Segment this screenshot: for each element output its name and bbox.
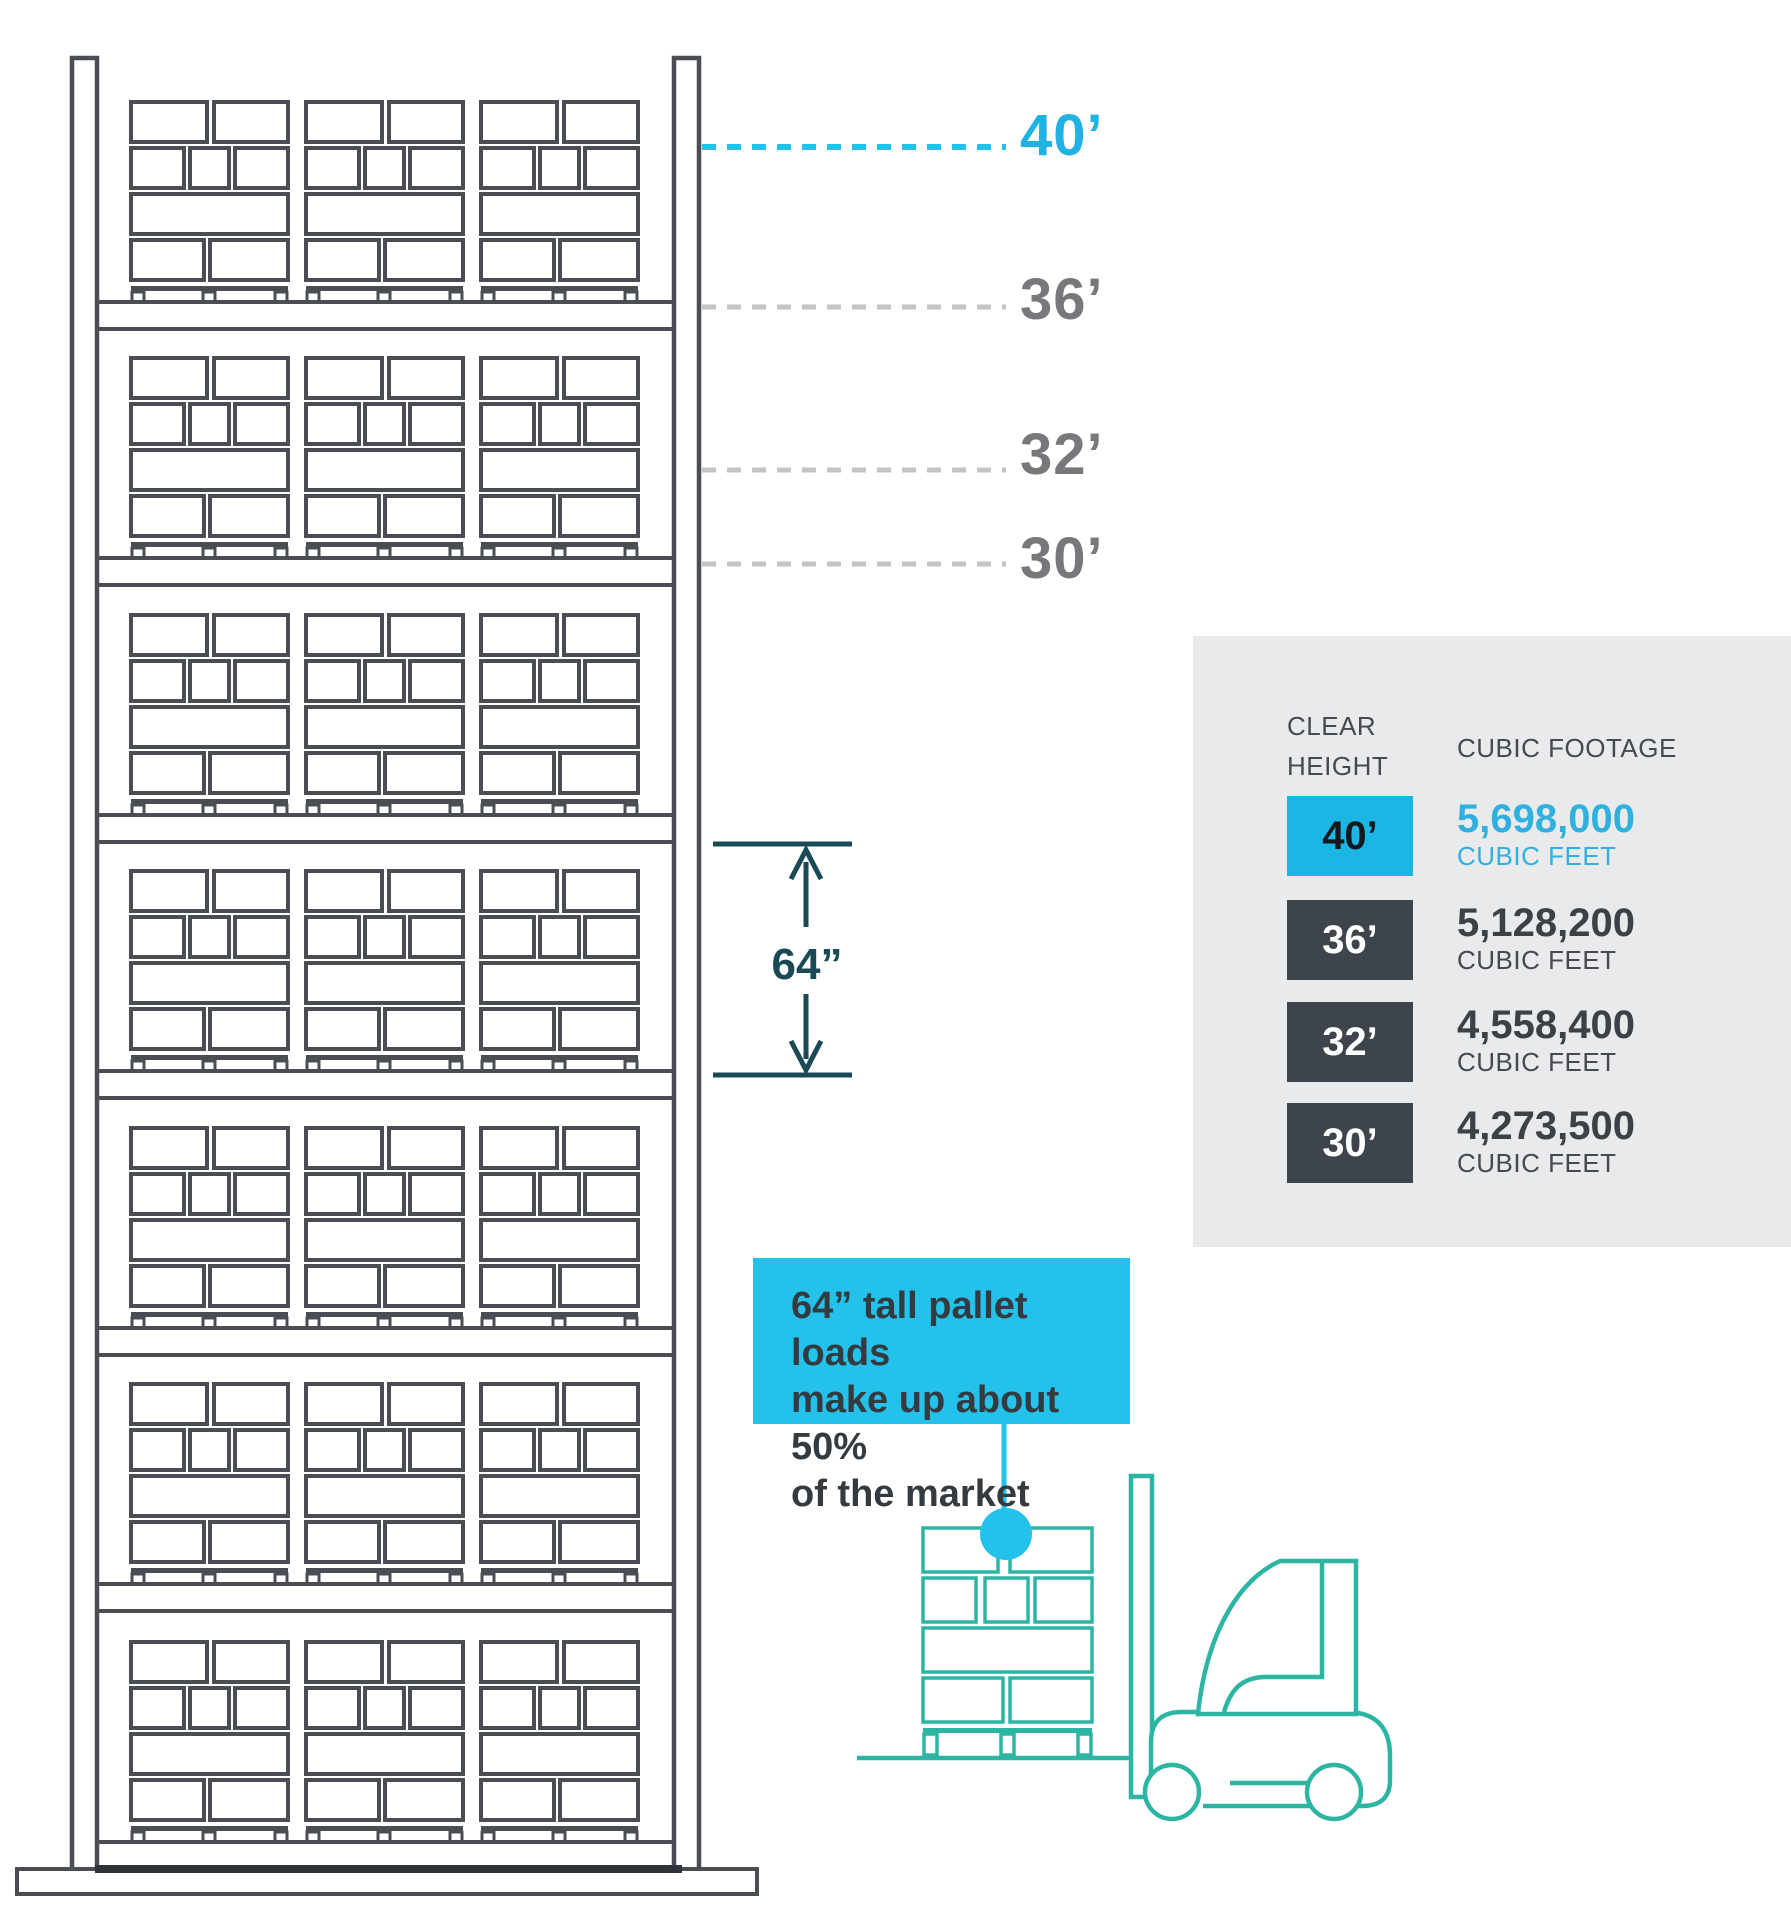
table-row-30ft: 30’ 4,273,500 CUBIC FEET <box>1193 1103 1791 1183</box>
table-row-36ft: 36’ 5,128,200 CUBIC FEET <box>1193 900 1791 980</box>
clear-height-badge: 32’ <box>1287 1002 1413 1082</box>
clear-height-badge: 36’ <box>1287 900 1413 980</box>
height-label-32ft: 32’ <box>1020 422 1104 487</box>
callout-connector <box>980 1422 1032 1560</box>
cubic-footage-value: 5,698,000 <box>1457 797 1635 841</box>
clear-height-column-header: CLEAR HEIGHT <box>1287 711 1389 781</box>
cubic-footage-unit: CUBIC FEET <box>1457 1148 1617 1178</box>
height-label-30ft: 30’ <box>1020 526 1104 591</box>
cubic-footage-unit: CUBIC FEET <box>1457 945 1617 975</box>
table-row-32ft: 32’ 4,558,400 CUBIC FEET <box>1193 1002 1791 1082</box>
height-marker-lines <box>702 144 1006 567</box>
market-share-callout: 64” tall pallet loads make up about 50% … <box>753 1258 1130 1515</box>
rack-base <box>15 1865 759 1896</box>
market-share-callout-text: 64” tall pallet loads make up about 50% … <box>791 1285 1060 1515</box>
table-row-40ft: 40’ 5,698,000 CUBIC FEET <box>1193 796 1791 876</box>
cubic-footage-unit: CUBIC FEET <box>1457 1047 1617 1077</box>
clear-height-badge: 40’ <box>1287 796 1413 876</box>
storage-rack-illustration <box>15 55 759 1896</box>
forklift-cab <box>1195 1558 1359 1717</box>
dimension-64-marker <box>713 841 852 1078</box>
cubic-footage-panel: CLEAR HEIGHT CUBIC FOOTAGE 40’ 5,698,000… <box>1193 636 1791 1247</box>
cubic-footage-unit: CUBIC FEET <box>1457 841 1617 871</box>
cubic-footage-value: 4,273,500 <box>1457 1104 1635 1148</box>
callout-connector-dot <box>980 1508 1032 1560</box>
rack-pallet-loads <box>129 100 640 1844</box>
dimension-64-label: 64” <box>771 940 843 989</box>
height-label-40ft: 40’ <box>1020 103 1104 168</box>
forklift-mast <box>1128 1473 1155 1800</box>
forklift-front-wheel <box>1142 1762 1202 1822</box>
cubic-footage-value: 5,128,200 <box>1457 901 1635 945</box>
clear-height-badge: 30’ <box>1287 1103 1413 1183</box>
height-label-36ft: 36’ <box>1020 267 1104 332</box>
forklift-rear-wheel <box>1304 1762 1364 1822</box>
forklift-window <box>1221 1563 1325 1713</box>
cubic-footage-column-header: CUBIC FOOTAGE <box>1457 733 1677 763</box>
forklift-illustration <box>857 1473 1393 1822</box>
cubic-footage-value: 4,558,400 <box>1457 1003 1635 1047</box>
forklift-pallet <box>921 1526 1094 1757</box>
